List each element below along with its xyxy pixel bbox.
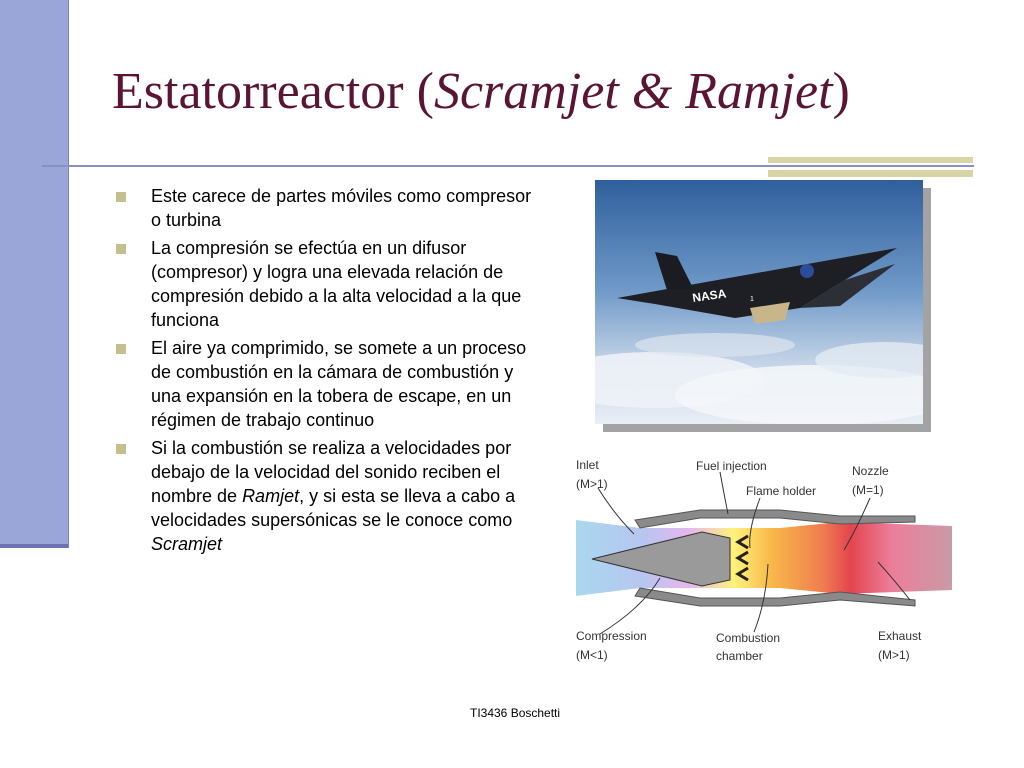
- inlet-leader: [597, 487, 635, 535]
- aircraft-tail-fin: [655, 252, 693, 290]
- ramjet-diagram: Inlet (M>1) Fuel injection Flame holder …: [576, 458, 952, 663]
- bullet-text: El aire ya comprimido, se somete a un pr…: [151, 338, 527, 430]
- bullet-text: Este carece de partes móviles como compr…: [151, 186, 532, 230]
- cloud: [635, 333, 795, 357]
- title-close: ): [832, 63, 850, 120]
- title-divider: [42, 165, 974, 167]
- slide-title: Estatorreactor (Scramjet & Ramjet): [112, 62, 850, 121]
- bullet-item: Si la combustión se realiza a velocidade…: [112, 436, 532, 556]
- engine-underside: [750, 302, 790, 324]
- footer-text: TI3436 Boschetti: [470, 706, 561, 720]
- label-combustion: Combustion: [716, 631, 780, 645]
- bullet-item: Este carece de partes móviles como compr…: [112, 184, 532, 232]
- nasa-logo: [800, 264, 814, 278]
- label-fuel-injection: Fuel injection: [696, 459, 767, 473]
- label-compression-mach: (M<1): [576, 648, 608, 662]
- cloud: [815, 342, 923, 378]
- label-exhaust-mach: (M>1): [878, 648, 910, 662]
- upper-cowl: [634, 509, 916, 529]
- bullet-text-mid: , y si esta se lleva a cabo a velocidade…: [151, 486, 516, 530]
- bullet-marker: [116, 444, 126, 454]
- cloud: [675, 365, 923, 424]
- lower-cowl: [634, 587, 916, 607]
- scramjet-photo: NASA 1: [595, 180, 923, 424]
- label-nozzle: Nozzle: [852, 464, 889, 478]
- compression-leader: [599, 577, 661, 635]
- center-spike: [591, 531, 731, 587]
- flame-holder-vee: [735, 550, 749, 566]
- bullet-term-ramjet: Ramjet: [242, 486, 300, 506]
- label-exhaust: Exhaust: [878, 629, 922, 643]
- flame-holder-vee: [735, 534, 749, 550]
- label-compression: Compression: [576, 629, 647, 643]
- bullet-text-pre: Si la combustión se realiza a velocidade…: [151, 438, 512, 506]
- bullet-item: La compresión se efectúa en un difusor (…: [112, 236, 532, 332]
- bullet-marker: [116, 244, 126, 254]
- bullet-marker: [116, 344, 126, 354]
- bullet-marker: [116, 192, 126, 202]
- combustion-leader: [753, 563, 769, 633]
- label-inlet: Inlet: [576, 458, 599, 472]
- bullet-list: Este carece de partes móviles como compr…: [112, 184, 532, 560]
- flame-holder-vee: [735, 566, 749, 582]
- label-nozzle-mach: (M=1): [852, 483, 884, 497]
- bullet-text: La compresión se efectúa en un difusor (…: [151, 238, 522, 330]
- aircraft-body: [617, 248, 897, 318]
- bullet-item: El aire ya comprimido, se somete a un pr…: [112, 336, 532, 432]
- aircraft-wing: [800, 264, 895, 308]
- bullet-term-scramjet: Scramjet: [151, 534, 223, 554]
- fuselage-number: 1: [750, 296, 754, 303]
- left-accent-bar: [0, 0, 69, 548]
- nozzle-leader: [843, 497, 871, 551]
- fuselage-text: NASA: [691, 286, 727, 305]
- flame-holder-leader: [749, 497, 761, 549]
- label-inlet-mach: (M>1): [576, 477, 608, 491]
- label-flame-holder: Flame holder: [746, 484, 816, 498]
- accent-stripe-top: [768, 157, 973, 163]
- fuel-injection-leader: [719, 471, 729, 515]
- title-italic: Scramjet & Ramjet: [433, 63, 833, 120]
- aircraft-illustration: NASA 1: [595, 180, 923, 424]
- title-main: Estatorreactor (: [112, 63, 434, 120]
- left-accent-bar-shadow: [0, 544, 68, 548]
- label-combustion-chamber: chamber: [716, 649, 763, 663]
- accent-stripe-bottom: [768, 170, 973, 177]
- exhaust-leader: [877, 561, 911, 601]
